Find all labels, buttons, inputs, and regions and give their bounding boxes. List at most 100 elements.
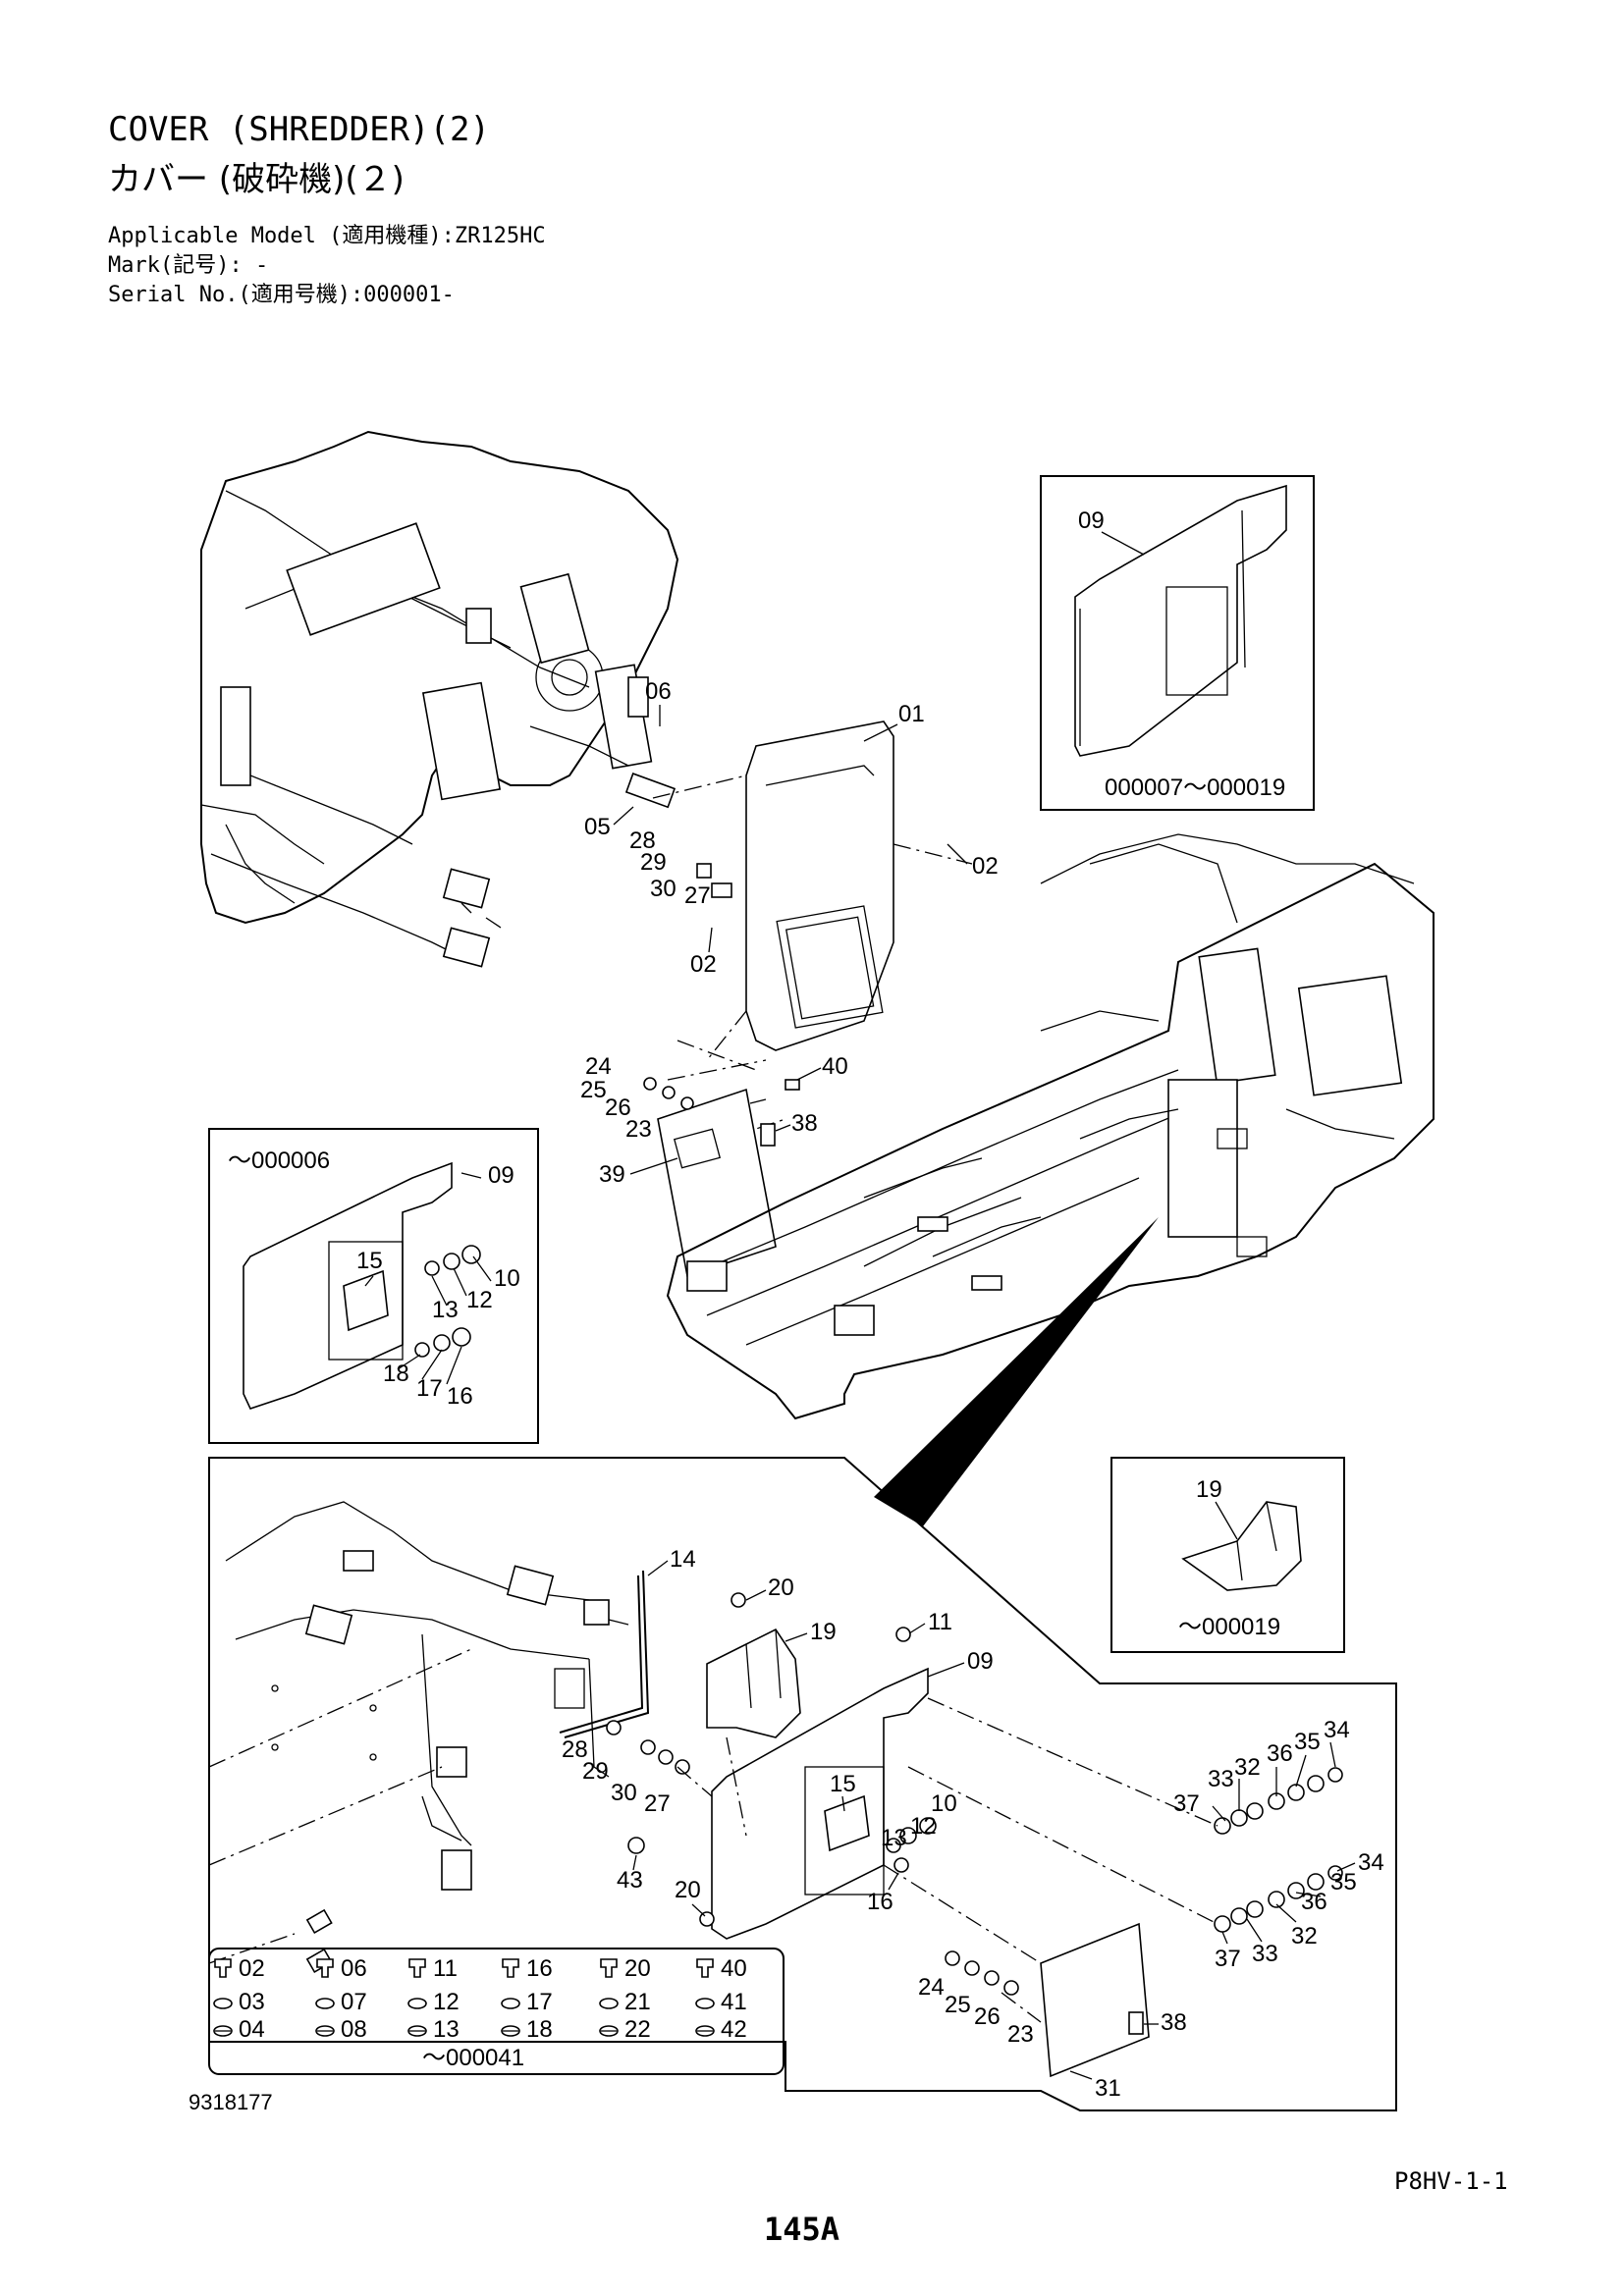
callout-05: 05 [584,814,611,840]
callout-27-upper: 27 [684,882,711,909]
callout-25-lower: 25 [945,1992,971,2018]
callout-43: 43 [617,1867,643,1894]
callout-36-lower: 36 [1301,1889,1327,1915]
legend-part-number: 03 [239,1989,265,2015]
callout-27-lower: 27 [644,1790,671,1817]
callout-14: 14 [670,1546,696,1573]
legend-entries: 02 06 11 16 20 40 03 07 12 17 21 41 [213,1955,747,2071]
callout-13-lower: 13 [881,1825,907,1851]
callout-33-upper: 33 [1208,1766,1234,1792]
inset-box-upper-right: 09 000007～000019 [1040,475,1315,811]
callout-10-left: 10 [494,1265,520,1292]
range-label-upper-right: 000007～000019 [1105,774,1285,801]
callout-31: 31 [1095,2075,1121,2102]
callout-12-lower: 12 [910,1813,937,1840]
callout-11: 11 [928,1609,952,1635]
callout-37-lower: 37 [1215,1946,1241,1972]
legend-part-number: 04 [239,2016,265,2043]
legend-row-bolts: 02 06 11 16 20 40 [214,1955,747,1982]
callout-26-upper: 26 [605,1095,631,1121]
callout-23-lower: 23 [1007,2021,1034,2048]
callout-39: 39 [599,1161,625,1188]
callout-16-left: 16 [447,1383,473,1410]
callout-29-lower: 29 [582,1758,609,1785]
legend-part-number: 21 [624,1989,651,2015]
legend-part-number: 22 [624,2016,651,2043]
callout-labels: 01 02 02 05 06 28 29 30 27 40 24 25 26 2… [562,678,1384,2102]
legend-part-number: 42 [721,2016,747,2043]
legend-part-number: 17 [526,1989,553,2015]
callout-12-left: 12 [466,1287,493,1313]
washer-stack-lower [1214,1865,1343,1933]
callout-16-lower: 16 [867,1889,893,1915]
callout-28-upper: 28 [629,828,656,854]
callout-34-lower: 34 [1358,1849,1384,1876]
legend-part-number: 06 [341,1955,367,1982]
detail-pointer-wedge [874,1217,1159,1526]
callout-19-lower: 19 [810,1619,837,1645]
legend-part-number: 16 [526,1955,553,1982]
legend-part-number: 20 [624,1955,651,1982]
right-chassis-drawing [666,833,1435,1420]
callout-09-left: 09 [488,1162,514,1189]
callout-28-lower: 28 [562,1736,588,1763]
callout-17-left: 17 [416,1375,443,1402]
callout-35-upper: 35 [1294,1729,1321,1755]
callout-34-upper: 34 [1324,1717,1350,1743]
legend-part-number: 08 [341,2016,367,2043]
legend-part-number: 11 [433,1955,458,1982]
callout-10-lower: 10 [931,1790,957,1817]
cover-01-drawing [624,721,894,1051]
legend-range-label: ～000041 [422,2045,524,2071]
callout-23-upper: 23 [625,1116,652,1143]
drawing-number: 9318177 [189,2090,273,2114]
lower-detail-frame [208,1457,1397,2111]
legend-row-lockwashers: 04 08 13 18 22 42 [213,2016,747,2043]
callout-01: 01 [898,701,925,727]
legend-part-number: 18 [526,2016,553,2043]
upper-frame-drawing [200,430,679,968]
plate-39-drawing [643,1077,800,1278]
legend-part-number: 07 [341,1989,367,2015]
mark-line: Mark(記号): - [108,253,269,278]
serial-number: Serial No.(適用号機):000001- [108,283,455,307]
callout-02-right: 02 [972,853,999,880]
callout-24-upper: 24 [585,1053,612,1080]
legend-part-number: 13 [433,2016,460,2043]
callout-20-bottom: 20 [675,1877,701,1903]
callout-32-lower: 32 [1291,1923,1318,1949]
callout-40: 40 [822,1053,848,1080]
callout-18-left: 18 [383,1361,409,1387]
callout-26-lower: 26 [974,2003,1001,2030]
legend-part-number: 40 [721,1955,747,1982]
callout-19-right: 19 [1196,1476,1222,1503]
callout-15-lower: 15 [830,1771,856,1797]
callout-25-upper: 25 [580,1077,607,1103]
callout-09-upper: 09 [1078,507,1105,534]
callout-32-upper: 32 [1234,1754,1261,1781]
callout-38-upper: 38 [791,1110,818,1137]
washer-stack-upper [1214,1767,1343,1835]
legend-part-number: 02 [239,1955,265,1982]
page-reference: P8HV-1-1 [1394,2167,1508,2195]
callout-29-upper: 29 [640,849,667,876]
callout-13-left: 13 [432,1297,459,1323]
callout-33-lower: 33 [1252,1941,1278,1967]
callout-15-left: 15 [356,1248,383,1274]
range-label-right: ～000019 [1178,1614,1280,1640]
applicable-model: Applicable Model (適用機種):ZR125HC [108,224,546,248]
callout-30-lower: 30 [611,1780,637,1806]
title-en: COVER (SHREDDER)(2) [108,110,490,149]
callout-09-lower: 09 [967,1648,994,1675]
legend-part-number: 41 [721,1989,747,2015]
legend-row-washers: 03 07 12 17 21 41 [213,1989,747,2015]
callout-37-upper: 37 [1173,1790,1200,1817]
callout-02-left: 02 [690,951,717,978]
callout-20-top: 20 [768,1575,794,1601]
title-ja: カバー (破砕機)(２) [108,160,405,199]
fastener-legend [208,1948,785,2075]
range-label-left: ～000006 [228,1148,330,1174]
callout-38-lower: 38 [1161,2009,1187,2036]
inset-box-right: 19 ～000019 [1110,1457,1345,1653]
